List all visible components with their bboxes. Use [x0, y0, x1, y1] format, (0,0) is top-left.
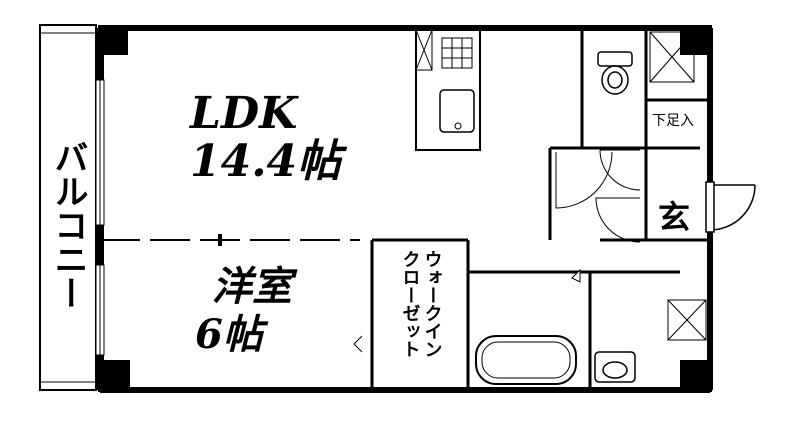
balcony-label: バルコニー: [48, 140, 88, 310]
door-markers: [353, 268, 581, 353]
closet-label-line2: クローゼット: [400, 250, 421, 358]
hall-door: [555, 151, 641, 243]
entrance-door: [705, 181, 756, 233]
entrance-label: 玄: [658, 198, 690, 236]
shoe-box-label: 下足入: [652, 113, 694, 129]
bathtub: [475, 335, 577, 385]
balcony-windows: [95, 79, 105, 356]
shoe-box: [649, 31, 695, 83]
western-room-name: 洋室: [212, 263, 298, 310]
interior-walls: [100, 28, 710, 390]
washer-space: [667, 299, 707, 341]
western-room-size: 6帖: [195, 311, 269, 358]
ldk-size: 14.4帖: [190, 136, 348, 187]
closet-label-line1: ウォークイン: [422, 250, 443, 358]
washbasin: [594, 351, 636, 383]
columns: [98, 25, 712, 392]
kitchen-counter: [415, 29, 481, 151]
toilet-door: [599, 149, 641, 191]
toilet: [597, 51, 633, 95]
ldk-name: LDK: [188, 88, 299, 139]
